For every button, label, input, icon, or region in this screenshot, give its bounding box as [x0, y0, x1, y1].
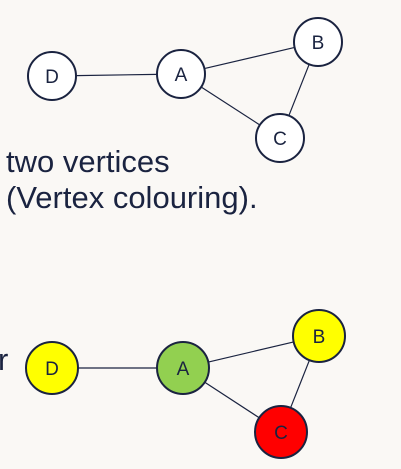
vertex-d [27, 51, 77, 101]
clipped-text-fragment: r [0, 342, 9, 377]
edge-a-c [200, 86, 261, 126]
vertex-label-c: C [273, 129, 287, 150]
vertex-a [156, 341, 210, 395]
vertex-d [25, 341, 79, 395]
vertex-label-d: D [45, 359, 59, 380]
vertex-label-b: B [313, 327, 326, 348]
body-text-line-2: (Vertex colouring). [6, 180, 258, 215]
graph-coloured: D A B C [25, 309, 346, 459]
edge-a-b [204, 46, 295, 70]
edge-a-b [208, 341, 294, 363]
edge-a-c [204, 381, 260, 419]
vertex-label-c: C [274, 423, 288, 444]
vertex-c [254, 405, 308, 459]
vertex-label-b: B [312, 33, 325, 54]
edge-b-c [290, 359, 310, 409]
vertex-c [255, 113, 305, 163]
vertex-label-d: D [45, 67, 59, 88]
vertex-b [293, 17, 343, 67]
edge-d-a [75, 73, 158, 77]
vertex-a [156, 49, 206, 99]
vertex-b [292, 309, 346, 363]
vertex-label-a: A [175, 65, 188, 86]
body-text-line-1: two vertices [6, 144, 170, 179]
vertex-label-a: A [177, 359, 190, 380]
edge-b-c [288, 64, 310, 116]
graph-uncoloured: D A B C [27, 17, 343, 163]
